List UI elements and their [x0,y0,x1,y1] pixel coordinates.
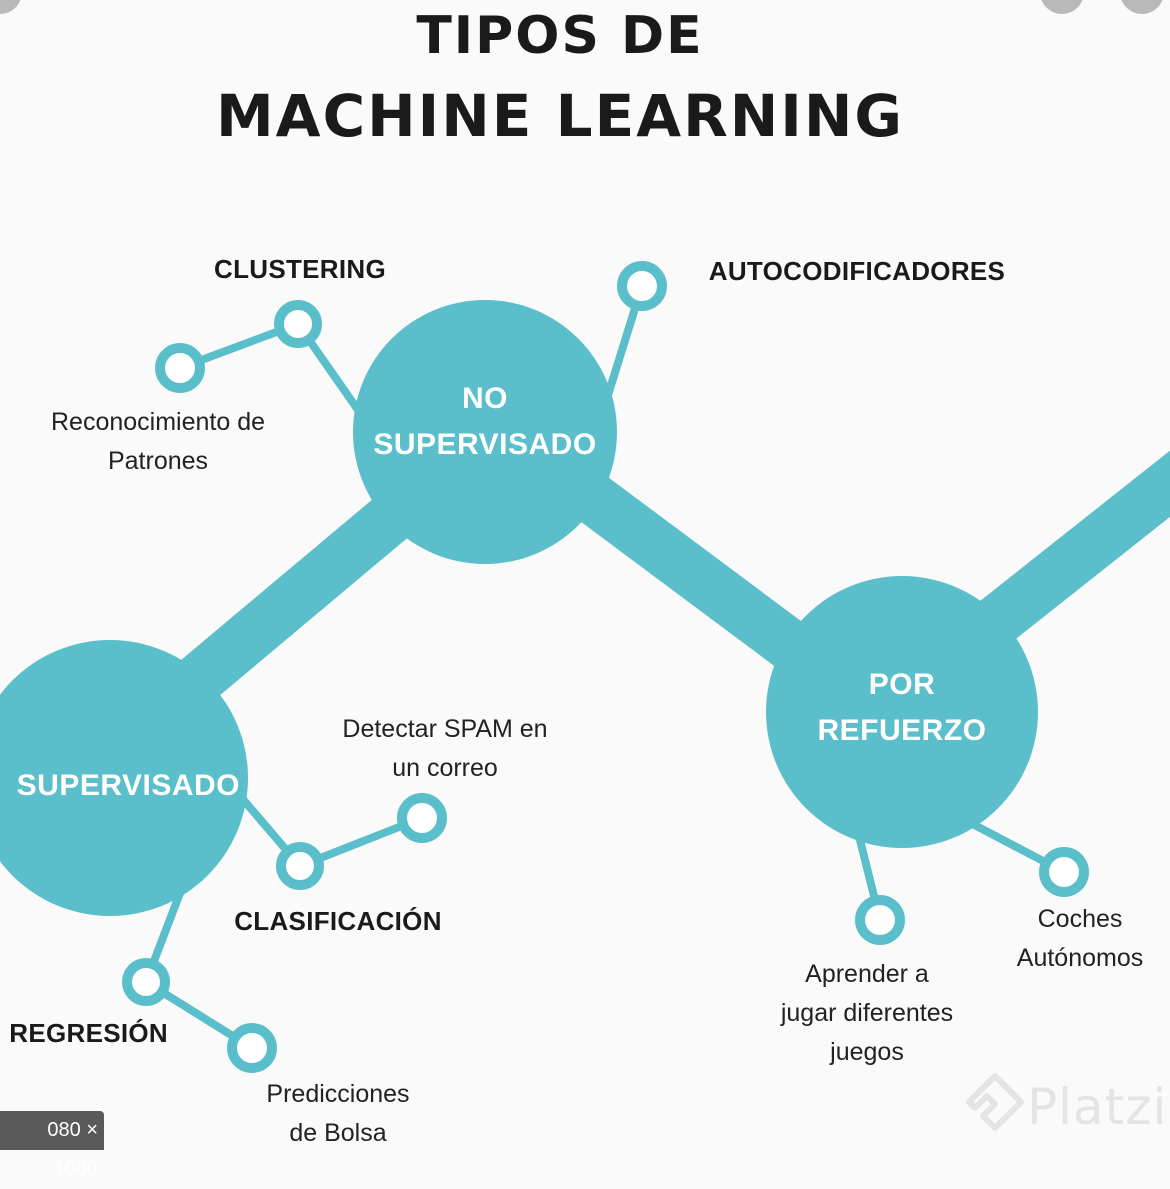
platzi-watermark: Platzi [965,1072,1168,1140]
node-no-supervisado-line-1: NO [462,382,508,415]
node-no-supervisado-label: NO SUPERVISADO [355,376,615,467]
label-predicciones: Predicciones de Bolsa [238,1075,438,1153]
label-predicciones-line-1: Predicciones [266,1080,410,1108]
node-por-refuerzo [766,576,1038,848]
label-reconocimiento-line-2: Patrones [107,447,209,475]
node-supervisado-label: SUPERVISADO [16,769,240,802]
label-aprender: Aprender a jugar diferentes juegos [758,955,976,1072]
title-line-2: MACHINE LEARNING [215,82,905,150]
platzi-watermark-text: Platzi [1027,1078,1168,1136]
label-clasificacion: CLASIFICACIÓN [234,906,442,936]
label-predicciones-line-2: de Bolsa [289,1119,387,1147]
ring-clustering [274,300,322,348]
node-por-refuerzo-line-2: REFUERZO [817,713,987,747]
label-reconocimiento-line-1: Reconocimiento de [50,408,265,436]
node-por-refuerzo-line-1: POR [868,668,936,701]
ring-autocodificadores [617,261,667,311]
label-clustering: CLUSTERING [214,254,386,284]
node-por-refuerzo-label: POR REFUERZO [772,662,1032,753]
ring-spam [397,793,447,843]
label-coches-line-2: Autónomos [1016,944,1144,972]
node-supervisado [0,640,248,916]
label-autocodificadores: AUTOCODIFICADORES [708,256,1006,286]
label-detectar-spam-line-1: Detectar SPAM en [342,715,548,743]
diagram: TIPOS DE MACHINE LEARNING NO SUPERVISADO… [0,0,1170,1150]
platzi-logo-icon [966,1073,1024,1131]
diagram-graphics [0,261,1170,1073]
corner-overlay-icon [1120,0,1164,14]
label-aprender-line-2: jugar diferentes [780,999,954,1027]
label-aprender-line-1: Aprender a [805,960,929,988]
ring-bolsa [227,1023,277,1073]
label-coches: Coches Autónomos [1000,900,1160,978]
label-detectar-spam-line-2: un correo [392,754,498,782]
ring-aprender [855,895,905,945]
image-size-badge: 080 × 1080 [0,1111,104,1180]
ring-regresion [122,958,170,1006]
ring-coches [1039,847,1089,897]
label-coches-line-1: Coches [1037,905,1123,933]
node-no-supervisado [353,300,617,564]
ring-patrones [155,343,205,393]
label-regresion: REGRESIÓN [9,1018,168,1048]
label-detectar-spam: Detectar SPAM en un correo [318,710,572,788]
node-no-supervisado-line-2: SUPERVISADO [373,427,597,461]
title-line-1: TIPOS DE [416,6,704,66]
label-reconocimiento: Reconocimiento de Patrones [20,403,296,481]
corner-overlay-icon [1040,0,1084,14]
label-aprender-line-3: juegos [830,1038,904,1066]
ring-clasificacion [276,842,324,890]
